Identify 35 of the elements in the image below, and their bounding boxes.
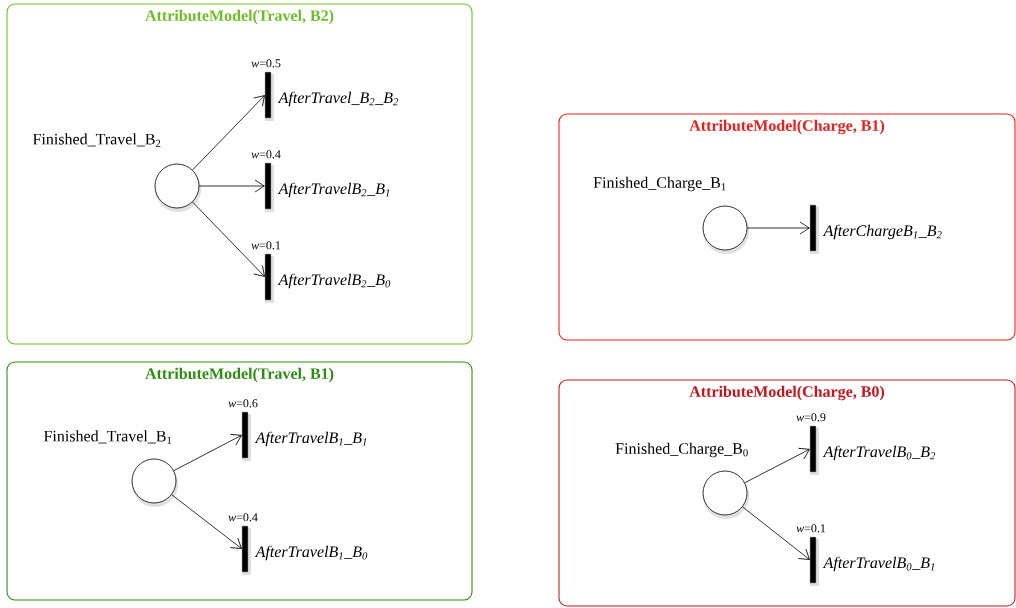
weight-label: w=0.1 bbox=[796, 524, 826, 533]
node-label: AfterTravel_B$_{2}$_B$_{2}$ bbox=[277, 91, 399, 107]
arrow bbox=[747, 221, 810, 235]
node-label: AfterTravelB$_{1}$_B$_{1}$ bbox=[254, 431, 367, 447]
weight-label: w=0.5 bbox=[251, 59, 281, 68]
weight-label: w=0.9 bbox=[796, 413, 826, 422]
node-label: AfterTravelB$_{0}$_B$_{2}$ bbox=[822, 445, 936, 461]
arrow bbox=[199, 179, 265, 193]
node-label: AfterTravelB$_{1}$_B$_{0}$ bbox=[254, 545, 368, 561]
arrow bbox=[192, 201, 265, 277]
weight-label: w=0.1 bbox=[251, 241, 281, 250]
weight-label: w=0.4 bbox=[251, 150, 281, 159]
node-label: Finished_Travel_B$_{2}$ bbox=[32, 133, 161, 147]
transition-bar: AfterTravel_B$_{2}$_B$_{2}$ bbox=[265, 72, 399, 121]
transition-bar: AfterTravelB$_{1}$_B$_{0}$ bbox=[242, 526, 368, 575]
transition-bar: AfterTravelB$_{0}$_B$_{1}$ bbox=[810, 537, 935, 586]
node-label: Finished_Charge_B$_{1}$ bbox=[593, 176, 726, 192]
transition-bar: AfterChargeB$_{1}$_B$_{2}$ bbox=[810, 205, 942, 254]
transition-bar: AfterTravelB$_{0}$_B$_{2}$ bbox=[810, 426, 936, 475]
node-label: AfterTravelB$_{2}$_B$_{1}$ bbox=[277, 182, 390, 198]
node-label: AfterTravelB$_{0}$_B$_{1}$ bbox=[822, 556, 935, 572]
node-label: Finished_Charge_B$_{0}$ bbox=[615, 442, 748, 458]
transition-bar: AfterTravelB$_{2}$_B$_{0}$ bbox=[265, 254, 391, 303]
arrow bbox=[192, 95, 265, 171]
arrow bbox=[171, 494, 242, 549]
node-label: AfterTravelB$_{2}$_B$_{0}$ bbox=[277, 273, 391, 289]
arrow bbox=[742, 506, 810, 560]
node-label: Finished_Travel_B$_{1}$ bbox=[43, 430, 172, 444]
weight-label: w=0.6 bbox=[228, 399, 258, 408]
arrow bbox=[744, 447, 810, 484]
node-label: AfterChargeB$_{1}$_B$_{2}$ bbox=[822, 224, 942, 240]
transition-bar: AfterTravelB$_{2}$_B$_{1}$ bbox=[265, 163, 390, 212]
weight-label: w=0.4 bbox=[228, 513, 258, 522]
arrow bbox=[173, 433, 242, 472]
transition-bar: AfterTravelB$_{1}$_B$_{1}$ bbox=[242, 412, 367, 461]
